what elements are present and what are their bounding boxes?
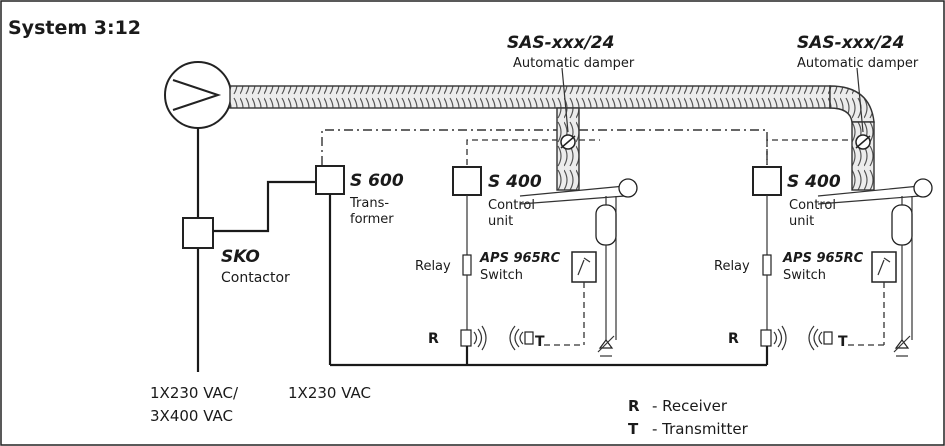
switch-1-desc: Switch: [480, 268, 523, 283]
control-unit-2-desc-1: Control: [789, 198, 836, 213]
switch-2-model: APS 965RC: [782, 251, 864, 266]
receiver-2-icon: [760, 329, 772, 347]
legend-text-transmitter: - Transmitter: [652, 420, 749, 438]
blast-gate-2: [817, 178, 933, 357]
damper-leader-1: [561, 67, 569, 133]
damper-2-model: SAS-xxx/24: [797, 33, 904, 53]
contactor-box: [182, 217, 214, 249]
control-unit-1-desc-1: Control: [488, 198, 535, 213]
legend-letter-transmitter: T: [628, 420, 639, 438]
transmitter-2-waves: [808, 325, 823, 351]
damper-leader-2: [856, 67, 864, 133]
legend: R - Receiver T - Transmitter: [628, 397, 749, 438]
receiver-2-letter: R: [728, 331, 739, 347]
transformer-desc-2: former: [350, 212, 394, 227]
transmitter-2-letter: T: [838, 334, 848, 350]
control-unit-2-box: [752, 166, 782, 196]
control-unit-1-model: S 400: [488, 172, 542, 192]
switch-1-model: APS 965RC: [479, 251, 561, 266]
blast-gate-1: [519, 178, 638, 357]
control-unit-2-desc-2: unit: [789, 214, 814, 229]
transformer-supply-label: 1X230 VAC: [288, 384, 371, 402]
signal-line-top: [579, 129, 768, 165]
transmitter-1-icon: [524, 331, 534, 345]
damper-2-desc: Automatic damper: [797, 56, 919, 71]
transformer-box: [315, 165, 345, 195]
control-unit-2-model: S 400: [787, 172, 841, 192]
relay-1: [462, 254, 472, 276]
control-unit-1-desc-2: unit: [488, 214, 513, 229]
relay-2-label: Relay: [714, 259, 750, 274]
main-supply-label-2: 3X400 VAC: [150, 407, 233, 425]
relay-1-label: Relay: [415, 259, 451, 274]
legend-letter-receiver: R: [628, 397, 640, 415]
switch-1-box: [571, 251, 597, 283]
control-unit-1-box: [452, 166, 482, 196]
fan-icon: [164, 61, 232, 129]
signal-line-unit-2: [766, 139, 852, 165]
contactor-desc: Contactor: [221, 270, 290, 286]
damper-branch-2: [851, 121, 875, 191]
contactor-model: SKO: [221, 247, 260, 267]
receiver-1-letter: R: [428, 331, 439, 347]
relay-2: [762, 254, 772, 276]
damper-branch-1: [556, 107, 580, 191]
signal-line-unit-1: [466, 139, 557, 165]
switch-2-box: [871, 251, 897, 283]
signal-line-transformer: [321, 129, 557, 165]
main-duct: [229, 85, 875, 123]
damper-1-desc: Automatic damper: [513, 56, 635, 71]
legend-text-receiver: - Receiver: [652, 397, 728, 415]
transmitter-2-icon: [823, 331, 833, 345]
switch-2-desc: Switch: [783, 268, 826, 283]
receiver-1-icon: [460, 329, 472, 347]
transformer-model: S 600: [350, 171, 404, 191]
transmitter-1-waves: [509, 325, 524, 351]
main-supply-label-1: 1X230 VAC/: [150, 384, 239, 402]
transformer-desc-1: Trans-: [349, 196, 389, 211]
transmitter-1-letter: T: [535, 334, 545, 350]
damper-1-model: SAS-xxx/24: [507, 33, 614, 53]
diagram-title: System 3:12: [8, 17, 141, 39]
